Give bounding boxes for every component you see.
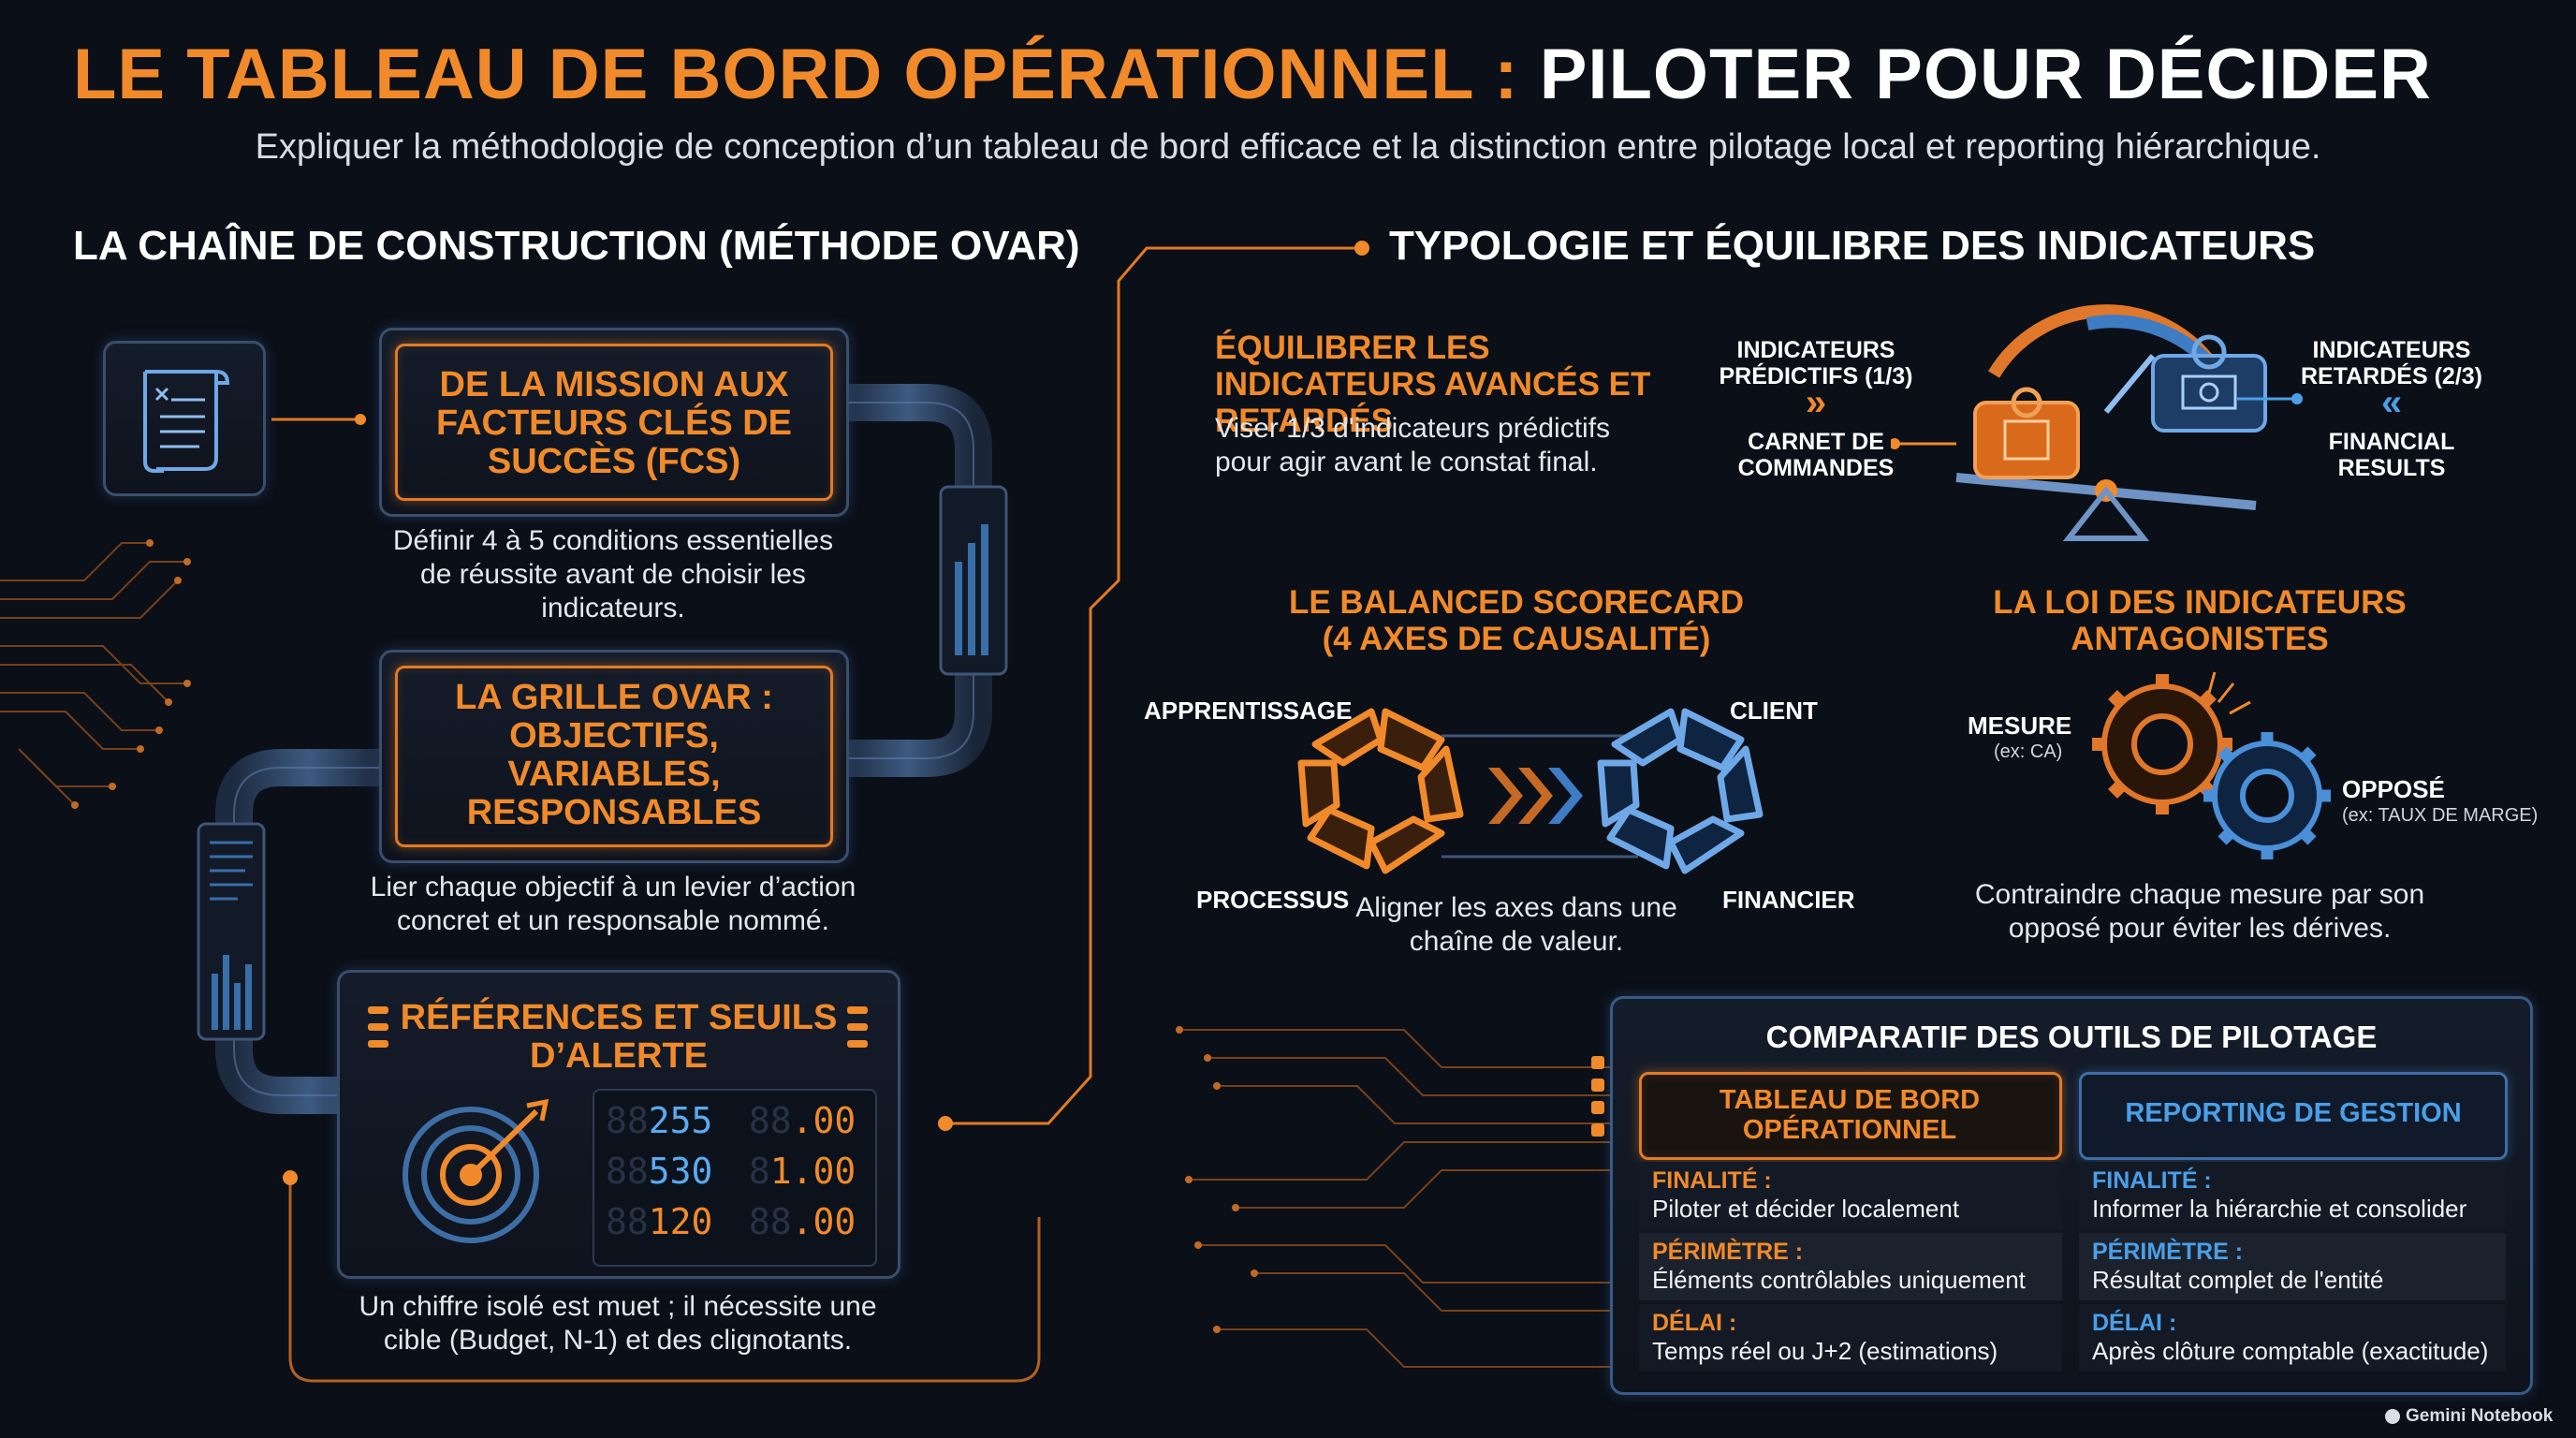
predictive-example: CARNET DE COMMANDES	[1737, 429, 1895, 481]
row-key: DÉLAI :	[2092, 1310, 2177, 1336]
row-key: FINALITÉ :	[1652, 1167, 1772, 1194]
step2-description: Lier chaque objectif à un levier d’actio…	[370, 872, 856, 936]
gears-icon	[2092, 671, 2331, 859]
measure-example: (ex: CA)	[1994, 741, 2063, 762]
row-key: FINALITÉ :	[2092, 1167, 2212, 1194]
readout-ghost-digits: 88	[606, 1201, 649, 1242]
backward-arrows-icon: «	[2380, 382, 2403, 423]
comparison-col-reporting: REPORTING DE GESTION FINALITÉ : Informer…	[2079, 1072, 2508, 1375]
step1-inner-frame	[395, 344, 833, 501]
readout-ghost-digits: 88	[748, 1100, 792, 1141]
pipe-connectors	[197, 384, 1008, 1114]
balance-title: ÉQUILIBRER LES INDICATEURS AVANCÉS ET RE…	[1215, 330, 1651, 439]
readout-ghost-digits: 88	[748, 1201, 792, 1242]
step3-readout-panel: 88255 88.00 88530 81.00 88120 88.00	[593, 1089, 877, 1267]
title-white-part: PILOTER POUR DÉCIDER	[1539, 35, 2432, 114]
reporting-row-purpose: FINALITÉ : Informer la hiérarchie et con…	[2079, 1162, 2506, 1229]
step1-panel: DE LA MISSION AUX FACTEURS CLÉS DE SUCCÈ…	[379, 328, 849, 517]
bsc-description: Aligner les axes dans une chaîne de vale…	[1355, 892, 1677, 957]
row-value: Piloter et décider localement	[1652, 1195, 1960, 1223]
step1-description: Définir 4 à 5 conditions essentielles de…	[392, 525, 834, 624]
mission-document-icon	[103, 341, 266, 496]
page-title: LE TABLEAU DE BORD OPÉRATIONNEL : PILOTE…	[73, 34, 2432, 115]
brand-logo-icon	[2385, 1408, 2400, 1424]
bsc-cycle-icons	[1297, 708, 1764, 874]
bsc-title: LE BALANCED SCORECARD (4 AXES DE CAUSALI…	[1288, 584, 1745, 657]
readout-value: 120	[648, 1201, 713, 1242]
readout-row: 88530 81.00	[606, 1151, 868, 1199]
operational-header-frame	[1639, 1072, 2062, 1160]
step3-title: RÉFÉRENCES ET SEUILS D’ALERTE	[400, 998, 838, 1076]
readout-ghost-digits: 8	[748, 1151, 770, 1192]
row-value: Résultat complet de l'entité	[2092, 1266, 2384, 1294]
bsc-axis-learning: APPRENTISSAGE	[1144, 697, 1353, 725]
step3-panel: RÉFÉRENCES ET SEUILS D’ALERTE 88255 88.0…	[337, 970, 900, 1279]
right-section-heading: TYPOLOGIE ET ÉQUILIBRE DES INDICATEURS	[1389, 223, 2316, 269]
operational-row-scope: PÉRIMÈTRE : Éléments contrôlables unique…	[1639, 1233, 2062, 1300]
comparison-panel: COMPARATIF DES OUTILS DE PILOTAGE TABLEA…	[1610, 996, 2533, 1395]
comparison-side-lights	[1591, 1056, 1604, 1137]
reporting-row-delay: DÉLAI : Après clôture comptable (exactit…	[2079, 1304, 2506, 1372]
readout-row: 88255 88.00	[606, 1100, 868, 1149]
footer-brand: Gemini Notebook	[2385, 1406, 2553, 1427]
brand-label: Gemini Notebook	[2406, 1406, 2554, 1426]
left-section-heading: LA CHAÎNE DE CONSTRUCTION (MÉTHODE OVAR)	[73, 223, 1080, 269]
lagging-example: FINANCIAL RESULTS	[2328, 429, 2455, 481]
readout-ghost-digits: 88	[606, 1151, 649, 1192]
step3-description: Un chiffre isolé est muet ; il nécessite…	[359, 1291, 877, 1356]
step3-indicator-lights-right	[847, 1006, 868, 1048]
predictive-label: INDICATEURS PRÉDICTIFS (1/3)	[1719, 337, 1913, 389]
readout-reference: .00	[791, 1100, 856, 1141]
readout-ghost-digits: 88	[606, 1100, 649, 1141]
scroll-icon	[143, 370, 230, 473]
bsc-axis-financial: FINANCIER	[1722, 886, 1855, 914]
balance-description: Viser 1/3 d'indicateurs prédictifs pour …	[1215, 413, 1611, 477]
forward-arrows-icon: »	[1805, 382, 1827, 423]
reporting-row-scope: PÉRIMÈTRE : Résultat complet de l'entité	[2079, 1233, 2506, 1300]
step3-indicator-lights-left	[368, 1006, 388, 1048]
target-icon	[402, 1098, 549, 1243]
balance-connector-dots	[1891, 393, 2303, 449]
row-key: PÉRIMÈTRE :	[1652, 1239, 1804, 1265]
measure-label: MESURE	[1968, 712, 2072, 740]
bsc-axis-client: CLIENT	[1730, 697, 1818, 725]
row-key: PÉRIMÈTRE :	[2092, 1239, 2244, 1265]
step2-inner-frame	[395, 666, 833, 847]
row-value: Après clôture comptable (exactitude)	[2092, 1337, 2489, 1365]
reporting-column-title: REPORTING DE GESTION	[2125, 1098, 2462, 1128]
antagonist-title: LA LOI DES INDICATEURS ANTAGONISTES	[1993, 584, 2407, 657]
row-key: DÉLAI :	[1652, 1310, 1737, 1336]
title-orange-part: LE TABLEAU DE BORD OPÉRATIONNEL :	[73, 35, 1519, 114]
readout-reference: 1.00	[769, 1151, 856, 1192]
row-value: Informer la hiérarchie et consolider	[2092, 1195, 2467, 1223]
opposite-label: OPPOSÉ	[2342, 775, 2445, 803]
row-value: Temps réel ou J+2 (estimations)	[1652, 1337, 1998, 1365]
operational-row-delay: DÉLAI : Temps réel ou J+2 (estimations)	[1639, 1304, 2062, 1372]
lagging-label: INDICATEURS RETARDÉS (2/3)	[2300, 337, 2482, 389]
opposite-example: (ex: TAUX DE MARGE)	[2342, 805, 2539, 826]
page-subtitle: Expliquer la méthodologie de conception …	[255, 127, 2321, 167]
readout-value: 255	[648, 1100, 713, 1141]
balance-scale-icon	[1955, 304, 2267, 541]
comparison-col-operational: TABLEAU DE BORD OPÉRATIONNEL FINALITÉ : …	[1639, 1072, 2062, 1375]
step2-title: LA GRILLE OVAR : OBJECTIFS, VARIABLES, R…	[455, 678, 773, 832]
comparison-title: COMPARATIF DES OUTILS DE PILOTAGE	[1765, 1020, 2378, 1054]
operational-column-title: TABLEAU DE BORD OPÉRATIONNEL	[1719, 1085, 1981, 1145]
readout-value: 530	[648, 1151, 713, 1192]
readout-row: 88120 88.00	[606, 1201, 868, 1250]
row-value: Éléments contrôlables uniquement	[1652, 1266, 2026, 1294]
bsc-axis-process: PROCESSUS	[1196, 886, 1350, 914]
reporting-header-frame	[2079, 1072, 2508, 1160]
step2-panel: LA GRILLE OVAR : OBJECTIFS, VARIABLES, R…	[379, 650, 849, 863]
operational-row-purpose: FINALITÉ : Piloter et décider localement	[1639, 1162, 2062, 1229]
antagonist-description: Contraindre chaque mesure par son opposé…	[1974, 879, 2425, 944]
readout-reference: .00	[791, 1201, 856, 1242]
step1-title: DE LA MISSION AUX FACTEURS CLÉS DE SUCCÈ…	[435, 365, 793, 481]
